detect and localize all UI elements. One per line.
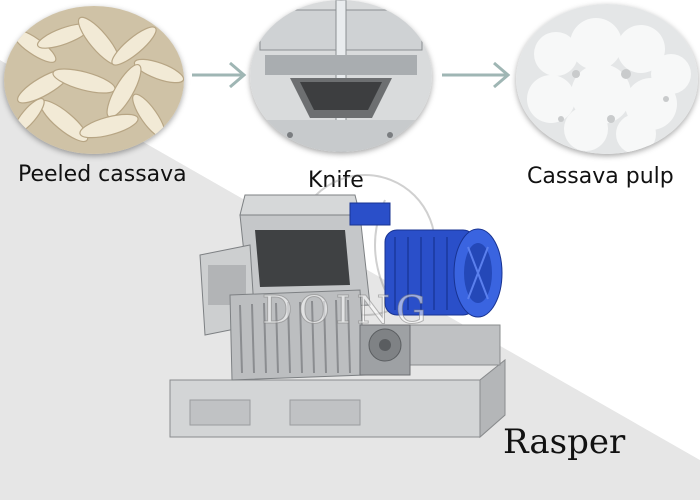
peeled-cassava-label: Peeled cassava bbox=[18, 162, 187, 187]
knife-image bbox=[250, 0, 432, 152]
rasper-machine-image bbox=[169, 194, 506, 439]
watermark-text: DOING bbox=[261, 288, 433, 333]
cassava-pulp-label: Cassava pulp bbox=[527, 164, 674, 189]
rasper-label: Rasper bbox=[503, 422, 626, 462]
arrow-right-icon bbox=[442, 61, 511, 89]
arrow-right-icon bbox=[192, 61, 247, 89]
cassava-pulp-image bbox=[516, 4, 698, 154]
knife-label: Knife bbox=[308, 168, 364, 193]
peeled-cassava-image bbox=[4, 6, 184, 154]
